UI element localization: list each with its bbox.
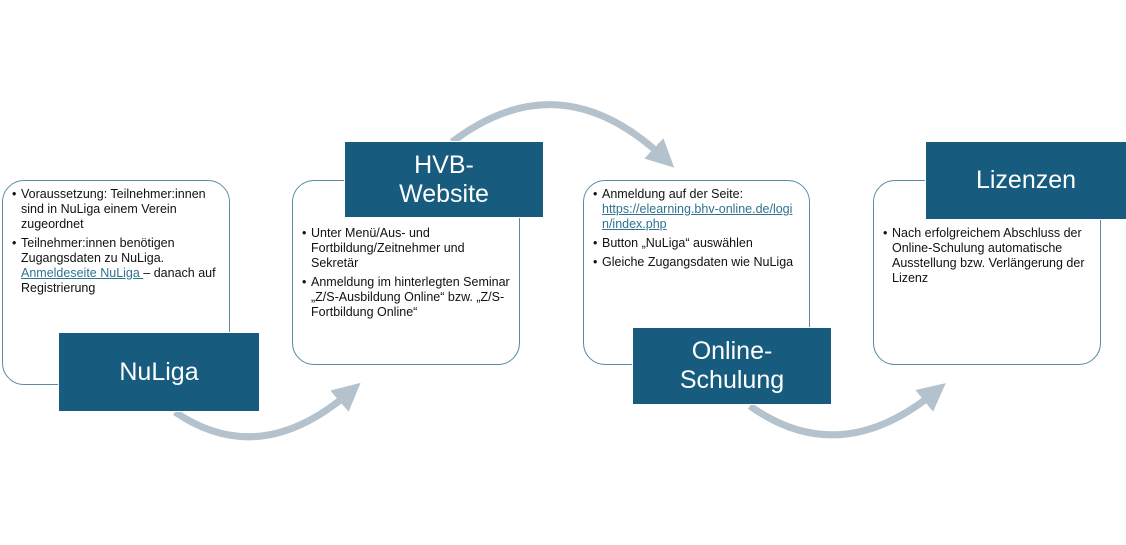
- bullet: Anmeldung im hinterlegten Seminar „Z/S-A…: [301, 275, 511, 320]
- bullet: Teilnehmer:innen benötigen Zugangsdaten …: [11, 236, 221, 296]
- arrow-3: [747, 383, 946, 439]
- bullet: Button „NuLiga“ auswählen: [592, 236, 801, 251]
- bullet: Gleiche Zugangsdaten wie NuLiga: [592, 255, 801, 270]
- bullet: Nach erfolgreichem Abschluss der Online-…: [882, 226, 1092, 286]
- arrow-2: [449, 101, 675, 168]
- bullet: Voraussetzung: Teilnehmer:innen sind in …: [11, 187, 221, 232]
- elearning-link[interactable]: https://elearning.bhv-online.de/login/in…: [602, 202, 793, 231]
- bullet: Anmeldung auf der Seite:https://elearnin…: [592, 187, 801, 232]
- nuliga-login-link[interactable]: Anmeldeseite NuLiga: [21, 266, 144, 280]
- lizenzen-label: Lizenzen: [925, 141, 1126, 220]
- arrow-1: [173, 382, 361, 441]
- nuliga-box: Voraussetzung: Teilnehmer:innen sind in …: [2, 180, 230, 385]
- nuliga-label: NuLiga: [58, 332, 260, 412]
- hvb-website-label: HVB-Website: [344, 141, 544, 218]
- bullet: Unter Menü/Aus- und Fortbildung/Zeitnehm…: [301, 226, 511, 271]
- online-schulung-label: Online-Schulung: [632, 327, 832, 405]
